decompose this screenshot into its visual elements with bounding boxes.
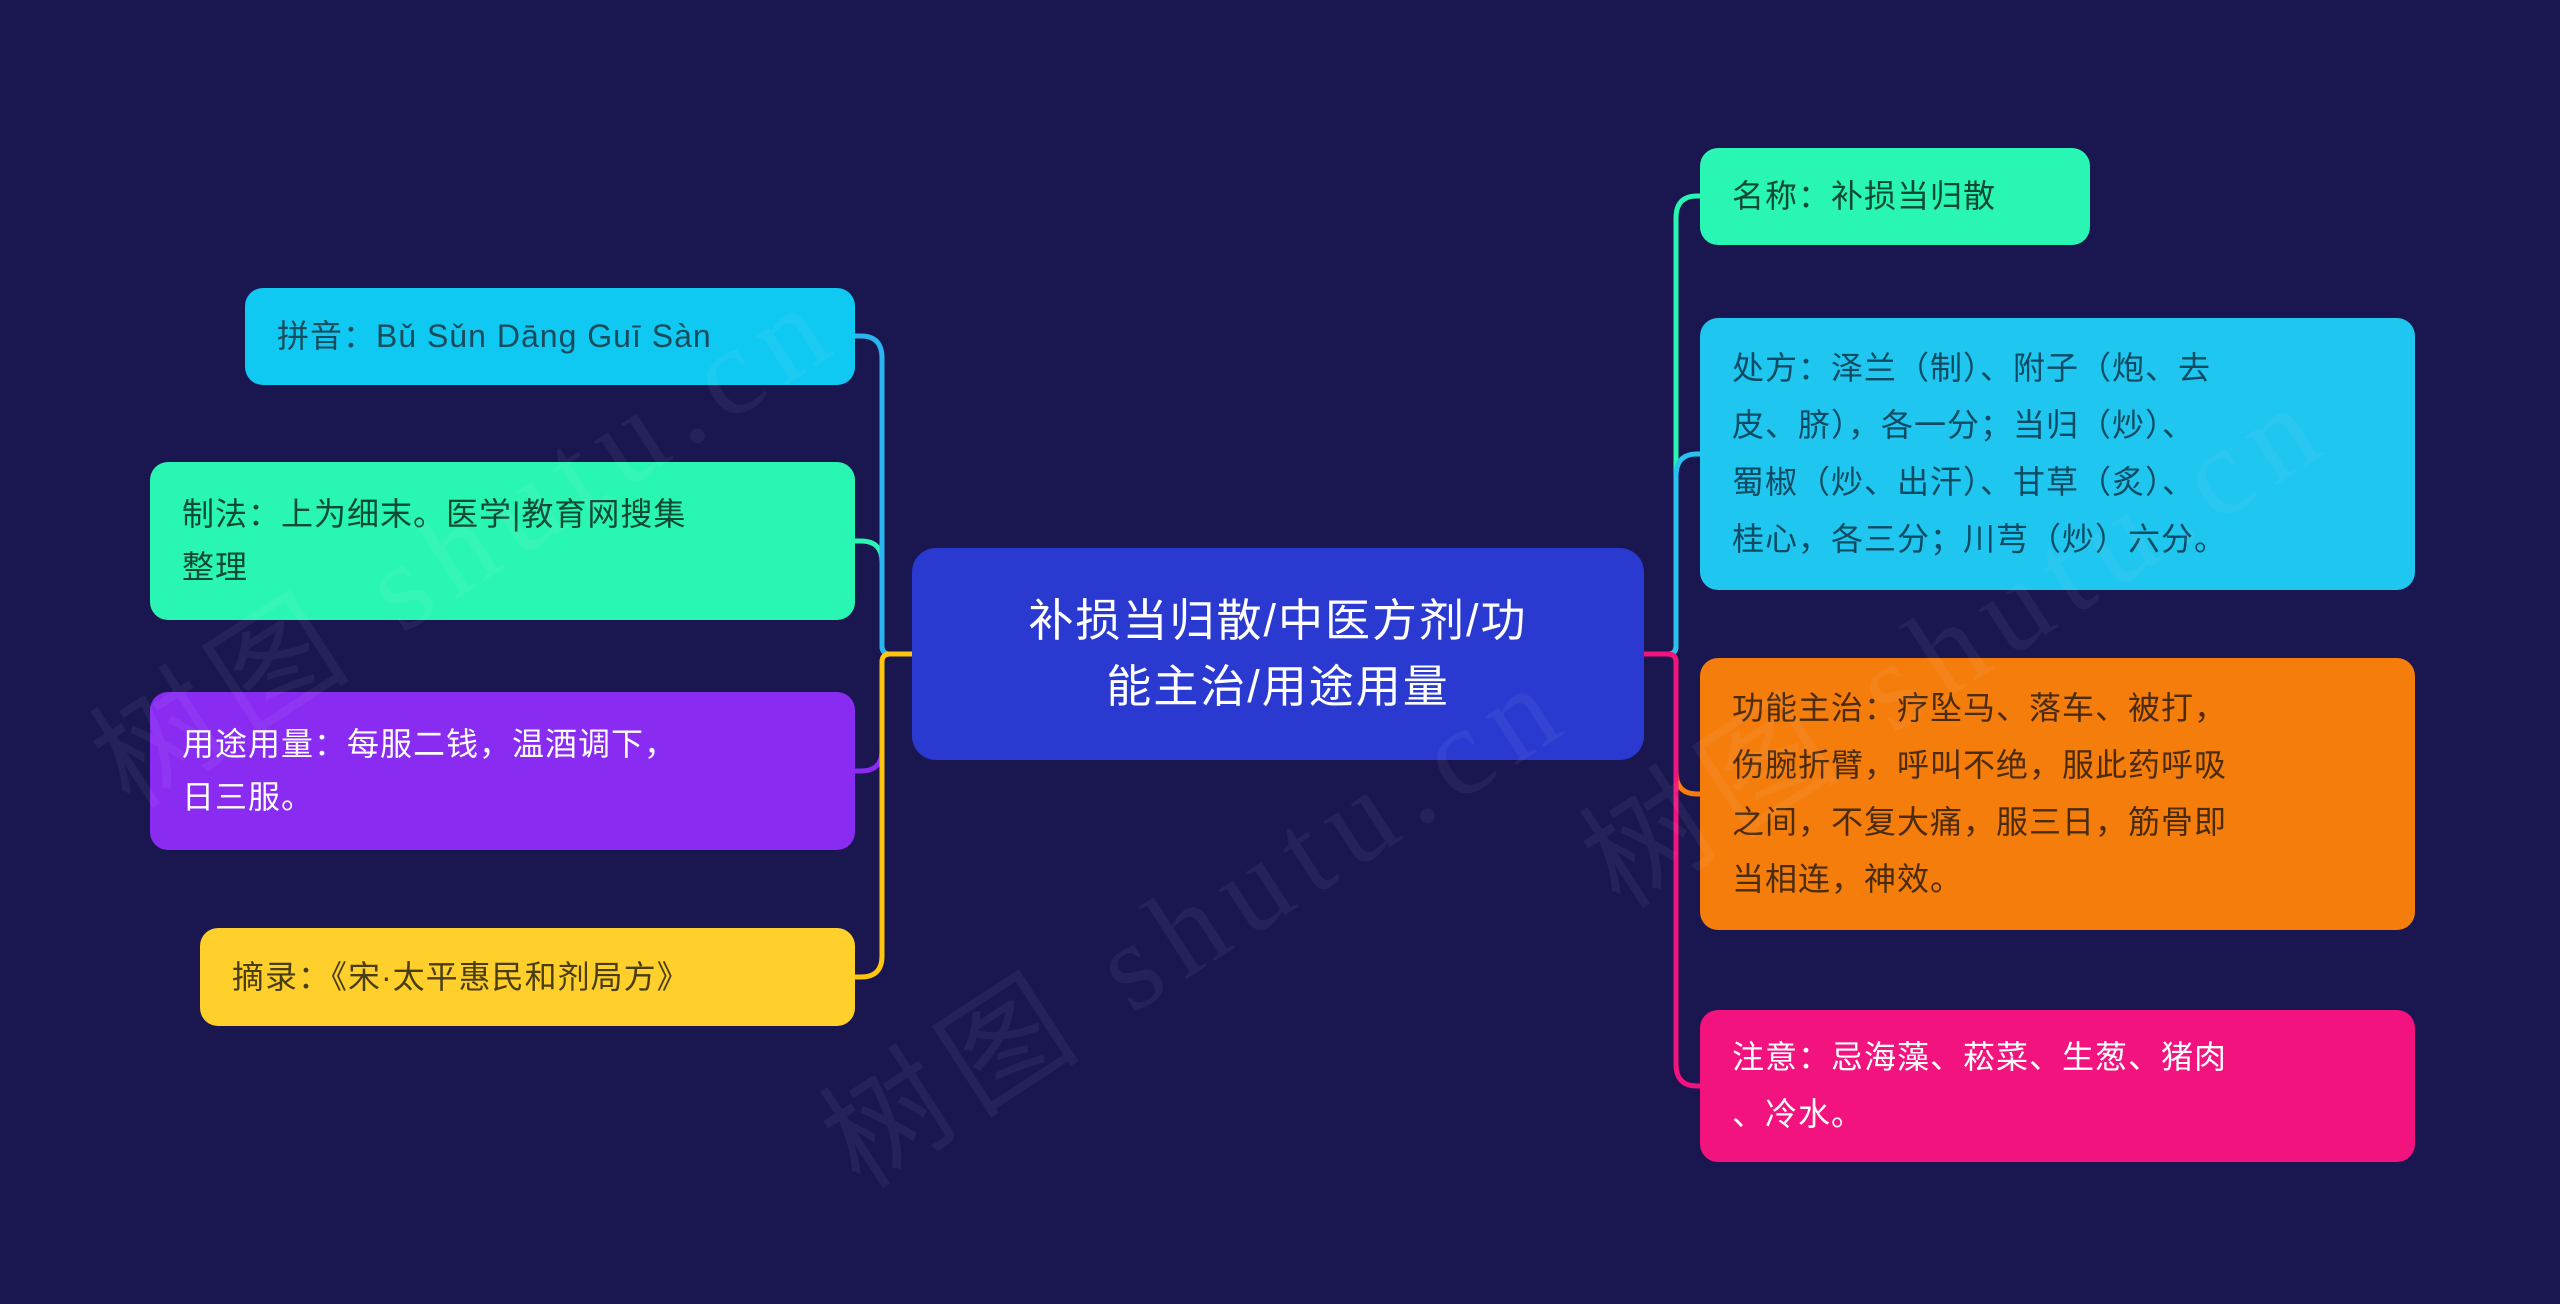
connector-gongnengzhuzhi [1640,651,1704,797]
node-gongnengzhuzhi[interactable]: 功能主治：疗坠马、落车、被打， 伤腕折臂，呼叫不绝，服此药呼吸 之间，不复大痛，… [1700,658,2415,930]
node-zhailu[interactable]: 摘录：《宋·太平惠民和剂局方》 [200,928,855,1026]
node-pinyin[interactable]: 拼音：Bǔ Sǔn Dāng Guī Sàn [245,288,855,385]
connector-zhailu [853,651,916,980]
connector-mingcheng [1640,193,1704,657]
root-node[interactable]: 补损当归散/中医方剂/功 能主治/用途用量 [912,548,1644,760]
node-chufang[interactable]: 处方：泽兰（制）、附子（炮、去 皮、脐），各一分；当归（炒）、 蜀椒（炒、出汗）… [1700,318,2415,590]
node-mingcheng[interactable]: 名称：补损当归散 [1700,148,2090,245]
node-zhuyi[interactable]: 注意：忌海藻、菘菜、生葱、猪肉 、冷水。 [1700,1010,2415,1162]
connector-pinyin [853,333,916,657]
node-yongtuyongliang[interactable]: 用途用量：每服二钱，温酒调下， 日三服。 [150,692,855,850]
connector-chufang [1640,451,1704,657]
node-zhifa[interactable]: 制法：上为细末。医学|教育网搜集 整理 [150,462,855,620]
connector-zhuyi [1640,651,1704,1089]
